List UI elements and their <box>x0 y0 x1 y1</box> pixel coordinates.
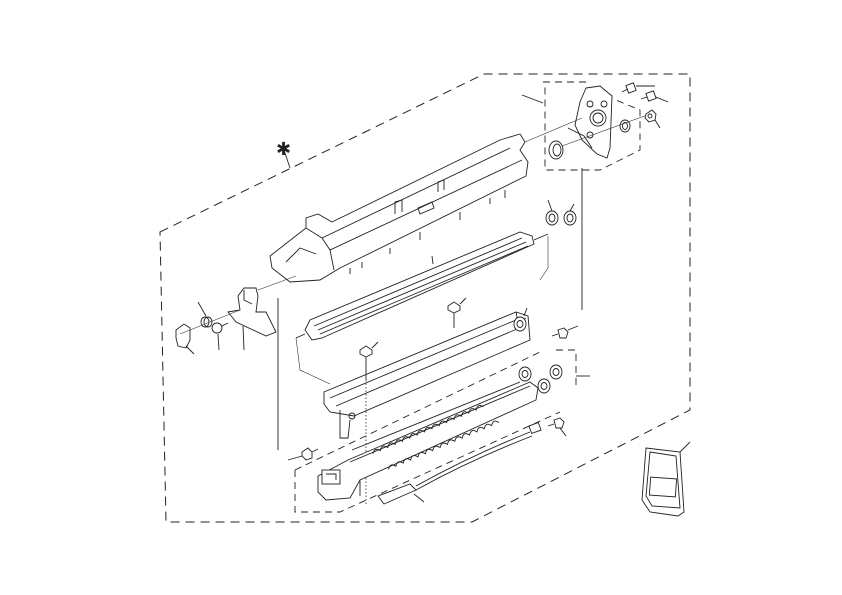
toner-bag <box>641 441 691 517</box>
drive-gear-1 <box>545 199 559 226</box>
end-bracket-plate <box>567 85 613 310</box>
end-bracket-boundary <box>543 81 641 171</box>
outer-assembly-boundary <box>159 73 691 523</box>
roller-end-ring <box>513 307 528 332</box>
bracket-screw-2 <box>640 90 669 103</box>
idler-gear-3 <box>537 378 551 394</box>
development-roller <box>295 231 549 341</box>
idler-gear-1 <box>518 366 532 382</box>
spring <box>197 301 213 328</box>
bushing-left <box>548 140 564 160</box>
lower-frame-boundary <box>294 351 561 513</box>
left-side-bracket <box>227 275 297 450</box>
bushing-right <box>619 119 631 133</box>
gear-set-boundary <box>556 349 577 388</box>
side-screw <box>211 322 229 351</box>
lever <box>175 323 195 355</box>
drive-gear-2 <box>563 203 577 226</box>
auger-frame <box>317 381 539 501</box>
end-bracket-leader <box>521 94 544 104</box>
middle-frame <box>323 311 531 439</box>
frame-side-screw <box>551 325 579 339</box>
auger-frame-screw <box>287 447 319 461</box>
harness-screw <box>547 417 567 437</box>
idler-gear-2 <box>549 364 563 380</box>
asterisk-leader <box>283 149 291 169</box>
asterisk-marker: ✱ <box>276 139 292 159</box>
bracket-nut <box>644 109 661 129</box>
upper-cover <box>269 133 529 283</box>
bracket-screw-1 <box>621 82 655 94</box>
sensor-harness <box>377 421 542 505</box>
frame-screw-2 <box>359 341 379 505</box>
frame-screw-1 <box>447 297 467 328</box>
